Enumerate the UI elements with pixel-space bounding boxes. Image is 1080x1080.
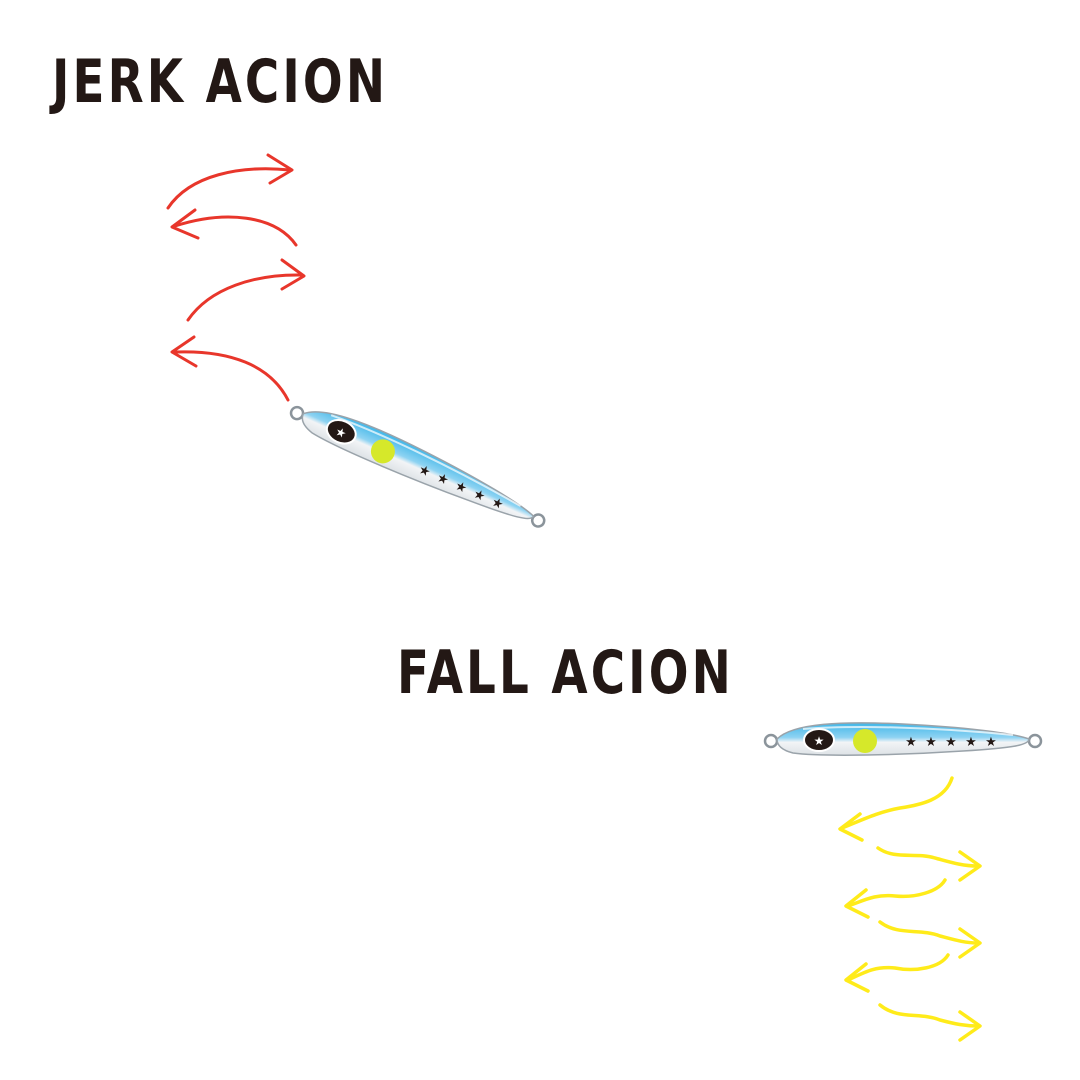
zigzag-arrow-icon [170, 208, 298, 247]
zigzag-arrow-icon [170, 335, 290, 402]
wavy-arrow-icon [844, 953, 950, 993]
zigzag-arrow-icon [186, 258, 306, 322]
zigzag-arrow-icon [166, 153, 294, 210]
wavy-arrow-icon [878, 920, 982, 959]
wavy-arrow-icon [876, 846, 982, 882]
fall-action-label: FALL ACION [397, 638, 734, 708]
metal-jig-lure-icon [284, 392, 553, 538]
metal-jig-lure-icon [763, 721, 1043, 757]
jerk-action-label: JERK ACION [52, 47, 389, 117]
wavy-arrow-icon [844, 878, 947, 919]
wavy-arrow-icon [838, 776, 954, 842]
wavy-arrow-icon [878, 1003, 982, 1042]
jerk-arrows [166, 153, 306, 402]
fall-arrows [838, 776, 982, 1042]
